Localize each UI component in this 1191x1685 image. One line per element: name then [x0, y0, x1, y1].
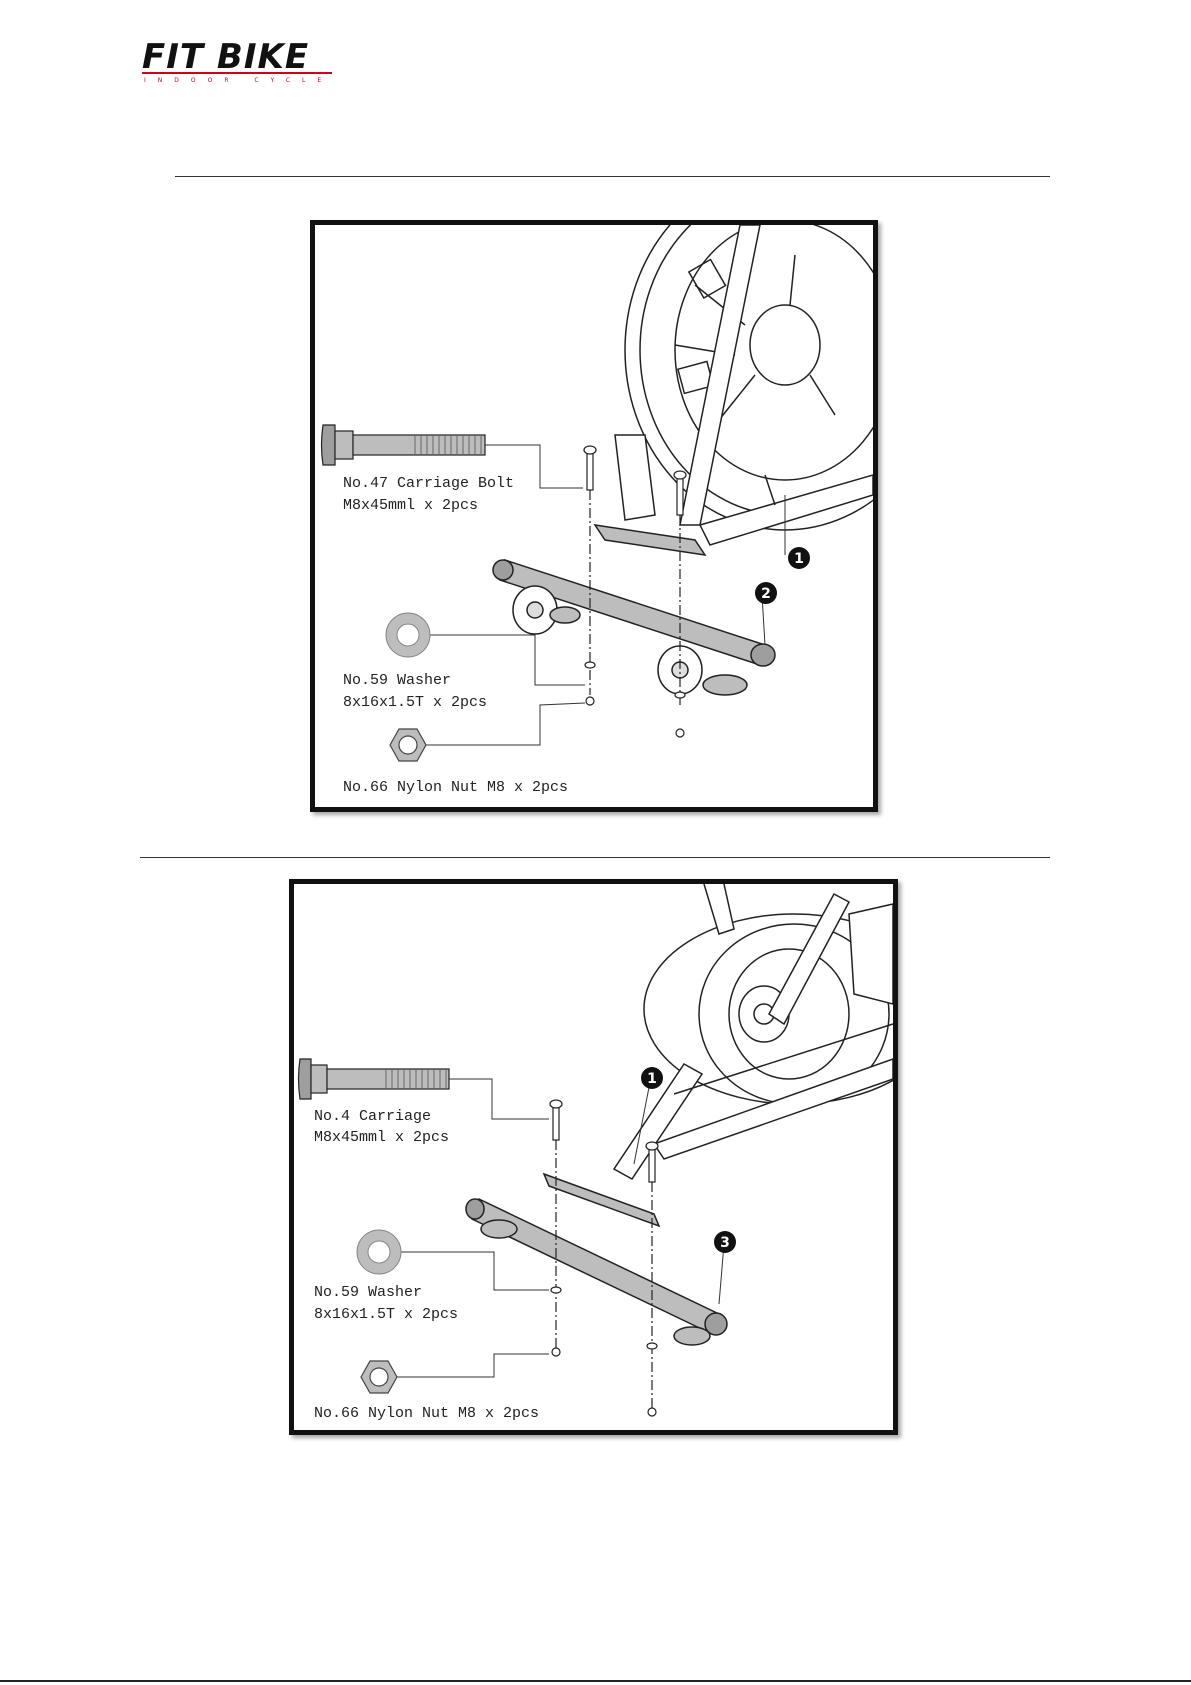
callout-stabilizer: 2 — [755, 582, 777, 645]
bolt-label-line2: M8x45mml x 2pcs — [314, 1129, 449, 1146]
svg-text:3: 3 — [720, 1235, 730, 1251]
bolt-label-line2: M8x45mml x 2pcs — [343, 497, 478, 514]
callout-stabilizer: 3 — [714, 1231, 736, 1304]
assembly-figure-front-stabilizer: No.4 Carriage M8x45mml x 2pcs No.59 Wash… — [289, 879, 898, 1435]
frame-drawing — [595, 225, 873, 555]
section-divider-middle — [140, 857, 1050, 858]
page-footer-rule — [0, 1680, 1191, 1682]
bolt-label-line1: No.4 Carriage — [314, 1108, 431, 1125]
carriage-bolt-icon — [322, 425, 486, 465]
washer-icon — [386, 613, 430, 657]
fit-bike-logo: FIT BIKE INDOOR CYCLE — [140, 36, 340, 84]
washer-label-line2: 8x16x1.5T x 2pcs — [343, 694, 487, 711]
washer-icon — [357, 1230, 401, 1274]
carriage-bolt-icon — [299, 1059, 450, 1099]
section-divider-top — [175, 176, 1050, 177]
svg-text:2: 2 — [761, 586, 771, 602]
logo-text: FIT BIKE — [142, 37, 309, 77]
logo-subtext: INDOOR CYCLE — [144, 77, 333, 84]
washer-label-line2: 8x16x1.5T x 2pcs — [314, 1306, 458, 1323]
assembly-figure-rear-stabilizer: No.47 Carriage Bolt M8x45mml x 2pcs No.5… — [310, 220, 878, 812]
nut-label: No.66 Nylon Nut M8 x 2pcs — [314, 1405, 539, 1422]
svg-text:1: 1 — [647, 1071, 657, 1087]
nylon-nut-icon — [361, 1361, 397, 1393]
washer-label-line1: No.59 Washer — [343, 672, 451, 689]
frame-drawing — [544, 1024, 893, 1226]
nylon-nut-icon — [390, 729, 426, 761]
svg-text:1: 1 — [794, 551, 804, 567]
washer-label-line1: No.59 Washer — [314, 1284, 422, 1301]
stabilizer-bar-drawing — [466, 1199, 727, 1345]
bolt-label-line1: No.47 Carriage Bolt — [343, 475, 514, 492]
nut-label: No.66 Nylon Nut M8 x 2pcs — [343, 779, 568, 796]
